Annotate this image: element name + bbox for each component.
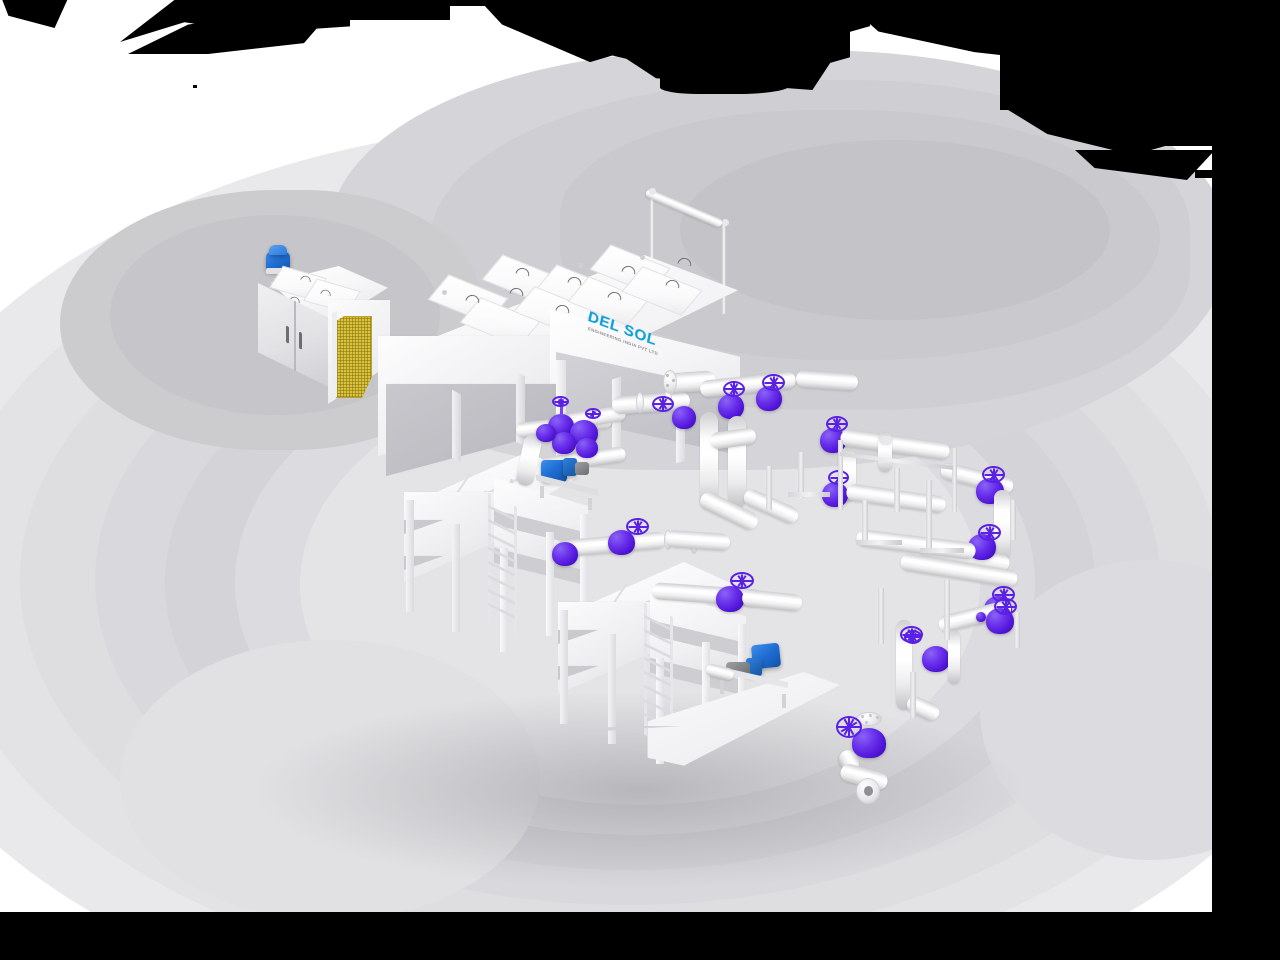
valve-handwheel: [730, 572, 754, 589]
frame-band-right: [1212, 0, 1280, 960]
pipe-support: [926, 480, 932, 552]
pipe-flange: [663, 370, 677, 394]
frame-band-bottom: [0, 912, 1280, 960]
valve-handwheel: [585, 408, 601, 419]
pipe-support: [878, 588, 884, 644]
valve-body: [718, 394, 744, 419]
valve-body: [976, 612, 986, 622]
valve-handwheel: [994, 598, 1017, 615]
pipe-support: [1010, 500, 1016, 540]
pipe-support: [856, 540, 902, 545]
pipe-support: [894, 468, 900, 512]
valve-body: [576, 438, 598, 458]
valve-handwheel: [982, 466, 1005, 483]
valve-body: [672, 406, 696, 429]
cabinet-door-handle-icon: [299, 331, 302, 350]
valve-body: [922, 646, 950, 672]
valve-handwheel: [552, 396, 569, 407]
valve-handwheel: [626, 518, 649, 535]
pipe-support: [798, 452, 804, 498]
cabinet-door-handle-icon: [286, 325, 289, 344]
valve-handwheel: [652, 396, 674, 412]
clarifier1-ladder: [486, 492, 520, 639]
valve-handwheel: [836, 716, 862, 738]
ground-shadow: [250, 690, 1030, 890]
valve-body: [552, 542, 578, 566]
pipe-support: [862, 500, 868, 544]
outlet-flange: [856, 778, 880, 804]
pipe-support: [766, 466, 772, 510]
valve-handwheel: [723, 381, 745, 397]
valve-handwheel: [904, 630, 922, 644]
pipe-support: [788, 492, 830, 497]
valve-stem: [560, 404, 563, 416]
pipe-support: [920, 548, 964, 553]
valve-body: [536, 424, 556, 442]
valve-handwheel: [762, 374, 785, 391]
intake-filter-panel: [336, 316, 372, 398]
valve-handwheel: [826, 416, 848, 432]
valve-body: [608, 530, 635, 555]
pipe-support: [910, 672, 916, 718]
pipe-support: [1014, 612, 1020, 648]
valve-body: [716, 586, 744, 612]
valve-handwheel: [978, 524, 1001, 541]
valve-body: [552, 432, 576, 454]
pipe-support: [944, 580, 950, 640]
